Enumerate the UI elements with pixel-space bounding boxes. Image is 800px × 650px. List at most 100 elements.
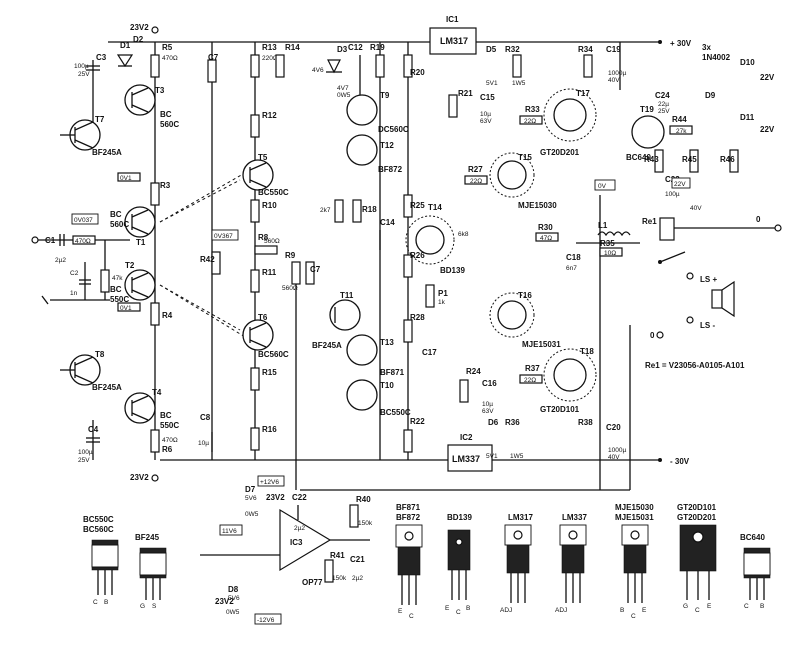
svg-text:R22: R22: [410, 417, 425, 426]
svg-text:1n: 1n: [70, 290, 78, 297]
svg-text:C: C: [695, 607, 700, 614]
svg-text:22µ: 22µ: [658, 101, 669, 108]
servo-ic3: IC3 OP77 23V2 D7 5V6 0W5 +12V6 11V6 C22 …: [200, 475, 373, 625]
svg-text:23V2: 23V2: [266, 493, 285, 502]
svg-text:470Ω: 470Ω: [162, 437, 178, 444]
svg-text:T19: T19: [640, 105, 654, 114]
svg-text:T12: T12: [380, 141, 394, 150]
svg-text:R18: R18: [362, 205, 377, 214]
svg-text:DC560C: DC560C: [378, 125, 409, 134]
svg-text:ADJ: ADJ: [555, 607, 567, 614]
svg-text:R20: R20: [410, 68, 425, 77]
svg-text:R46: R46: [720, 155, 735, 164]
svg-text:11V6: 11V6: [222, 528, 237, 535]
svg-text:- 30V: - 30V: [670, 457, 690, 466]
svg-text:T1: T1: [136, 238, 146, 247]
svg-text:0V: 0V: [598, 183, 607, 190]
svg-text:GT20D101: GT20D101: [540, 405, 580, 414]
input-jack[interactable]: [31, 236, 39, 244]
package-gt20d101: GT20D101 GT20D201 G C E: [677, 503, 717, 614]
svg-text:2µ2: 2µ2: [352, 575, 363, 582]
svg-text:T15: T15: [518, 153, 532, 162]
svg-text:0V037: 0V037: [74, 217, 93, 224]
svg-text:D7: D7: [245, 485, 256, 494]
svg-text:MJE15031: MJE15031: [522, 340, 561, 349]
speaker-output: LS + LS - 0 Re1 = V23056-A0105-A101: [645, 272, 745, 370]
negative-rail: - 30V: [160, 457, 690, 466]
svg-text:G: G: [683, 603, 688, 610]
transistor-t13: [346, 334, 378, 366]
svg-text:BC: BC: [160, 411, 172, 420]
svg-text:10µ: 10µ: [480, 111, 491, 118]
package-bf871: BF871 BF872 E C: [395, 503, 423, 620]
speaker-cone-icon: [721, 280, 735, 318]
svg-text:C14: C14: [380, 218, 395, 227]
input-diff-stage: 470Ω R5 T3 BC 560C 0V1 R3 BC 560C T1 T2 …: [110, 42, 179, 460]
svg-text:LS +: LS +: [700, 275, 717, 284]
ground-terminal[interactable]: [774, 224, 782, 232]
svg-text:22Ω: 22Ω: [524, 118, 536, 125]
svg-text:C24: C24: [655, 91, 670, 100]
zener-d3: D3 4V7 0W5 4V6: [312, 45, 351, 99]
svg-text:T16: T16: [518, 291, 532, 300]
svg-text:T6: T6: [258, 313, 268, 322]
svg-text:R44: R44: [672, 115, 687, 124]
svg-text:R5: R5: [162, 43, 173, 52]
svg-text:23V2: 23V2: [130, 473, 149, 482]
transistor-t6: [242, 319, 274, 351]
svg-text:LM317: LM317: [440, 36, 468, 46]
svg-text:D10: D10: [740, 58, 755, 67]
svg-text:BF245A: BF245A: [312, 341, 342, 350]
svg-text:GT20D201: GT20D201: [677, 513, 717, 522]
svg-text:E: E: [398, 608, 403, 615]
svg-text:0: 0: [650, 331, 655, 340]
svg-text:560C: 560C: [110, 220, 129, 229]
svg-text:1000µ: 1000µ: [608, 447, 626, 454]
svg-text:C15: C15: [480, 93, 495, 102]
svg-text:Re1 = V23056-A0105-A101: Re1 = V23056-A0105-A101: [645, 361, 745, 370]
svg-text:T14: T14: [428, 203, 442, 212]
svg-text:40V: 40V: [608, 454, 620, 461]
svg-text:100µ: 100µ: [665, 191, 680, 198]
svg-text:BC550C: BC550C: [83, 515, 114, 524]
column-t9: R19 T9 DC560C T12 BF872 R18 2k7 C14 T11 …: [312, 42, 411, 460]
output-t17: T17 GT20D201: [540, 88, 597, 157]
package-mje15030: MJE15030 MJE15031 B C E: [615, 503, 654, 620]
svg-text:2µ2: 2µ2: [294, 525, 305, 532]
svg-text:OP77: OP77: [302, 578, 323, 587]
svg-text:R21: R21: [458, 89, 473, 98]
vas-stage-left: C7 220Ω R13 R14 R12 T5 BC550C R10 0V367 …: [198, 42, 300, 460]
svg-text:470Ω: 470Ω: [75, 238, 91, 245]
package-bc640: BC640 C B: [740, 533, 771, 610]
svg-text:C17: C17: [422, 348, 437, 357]
svg-text:R19: R19: [370, 43, 385, 52]
svg-text:0V1: 0V1: [120, 305, 132, 312]
svg-text:BC: BC: [110, 285, 122, 294]
svg-text:B: B: [760, 603, 764, 610]
preset-p1[interactable]: P1 1k: [425, 284, 448, 308]
svg-text:BF245: BF245: [135, 533, 160, 542]
svg-text:IC1: IC1: [446, 15, 459, 24]
transistor-t11: [329, 299, 361, 331]
svg-text:MJE15030: MJE15030: [615, 503, 654, 512]
svg-text:1W5: 1W5: [510, 453, 524, 460]
protection-t19: T19 BC640 R44 27k C24 22µ 25V D9 3x 1N40…: [626, 43, 775, 212]
svg-text:R40: R40: [356, 495, 371, 504]
input-section: C1 470Ω 2µ2 0V037 47k C2 1n: [31, 213, 130, 305]
column-r20: R20 R25 R26 R28 C17 R22: [403, 42, 437, 460]
svg-text:LM337: LM337: [562, 513, 587, 522]
speaker-icon: [711, 289, 723, 309]
svg-text:0W5: 0W5: [245, 511, 259, 518]
svg-text:D9: D9: [705, 91, 716, 100]
svg-text:C18: C18: [566, 253, 581, 262]
svg-text:R42: R42: [200, 255, 215, 264]
svg-text:GT20D201: GT20D201: [540, 148, 580, 157]
svg-text:C2: C2: [70, 270, 79, 277]
svg-text:LS -: LS -: [700, 321, 715, 330]
svg-text:5V6: 5V6: [228, 595, 240, 602]
svg-text:25V: 25V: [78, 71, 90, 78]
svg-text:T10: T10: [380, 381, 394, 390]
output-network: L1 R35 10Ω 0V: [576, 179, 640, 257]
svg-text:22V: 22V: [760, 73, 775, 82]
